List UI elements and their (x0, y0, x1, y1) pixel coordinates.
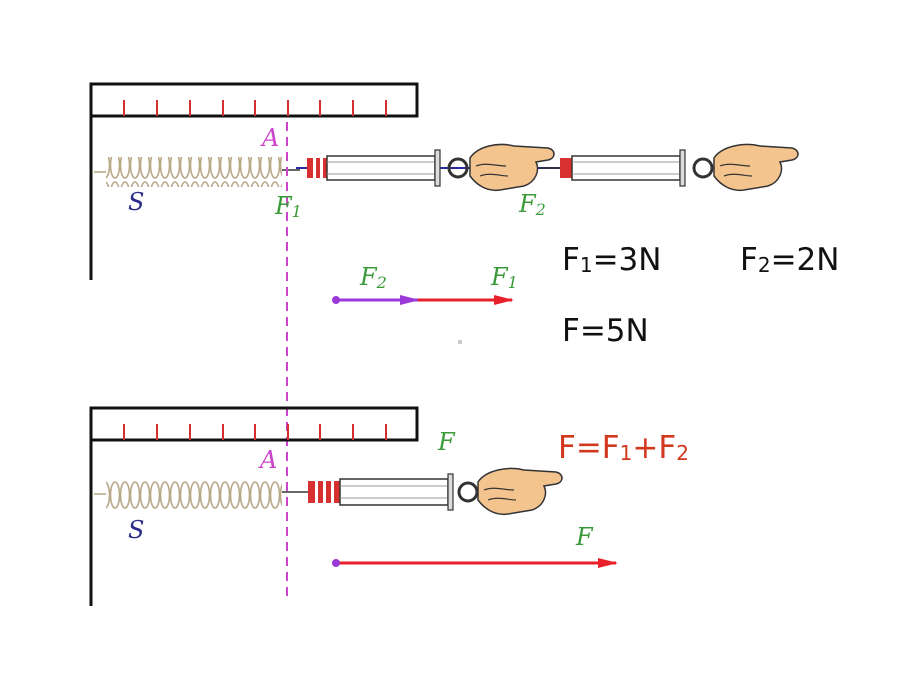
upper-hand-1 (469, 143, 555, 192)
equation-f-total: F=5N (562, 313, 649, 349)
arrow-label-f1: F1 (491, 263, 518, 292)
equation-sum: F=F1+F2 (558, 430, 689, 466)
lower-frame (89, 406, 419, 606)
lower-label-s: S (128, 516, 145, 544)
lower-arrow-label-f: F (576, 523, 593, 551)
lower-label-f: F (438, 428, 455, 456)
upper-spring-scale-2 (540, 149, 714, 187)
lower-hand (477, 467, 563, 516)
lower-force-arrow (332, 558, 618, 568)
lower-spring-scale (308, 473, 479, 511)
upper-frame (89, 82, 419, 280)
arrow-label-f2: F2 (360, 263, 387, 292)
lower-label-a: A (260, 446, 278, 474)
upper-label-f2: F2 (519, 190, 546, 219)
lower-ruler-ticks (123, 424, 387, 440)
upper-force-arrows (332, 295, 514, 305)
upper-label-a: A (262, 124, 280, 152)
upper-label-s: S (128, 188, 145, 216)
upper-spring (94, 157, 300, 187)
equation-f2: F2=2N (740, 242, 840, 278)
stray-dot (458, 340, 462, 344)
upper-label-f1: F1 (275, 192, 302, 221)
upper-ruler-ticks (123, 100, 387, 116)
equation-f1: F1=3N (562, 242, 662, 278)
lower-spring (94, 479, 310, 509)
upper-hand-2 (713, 143, 799, 192)
